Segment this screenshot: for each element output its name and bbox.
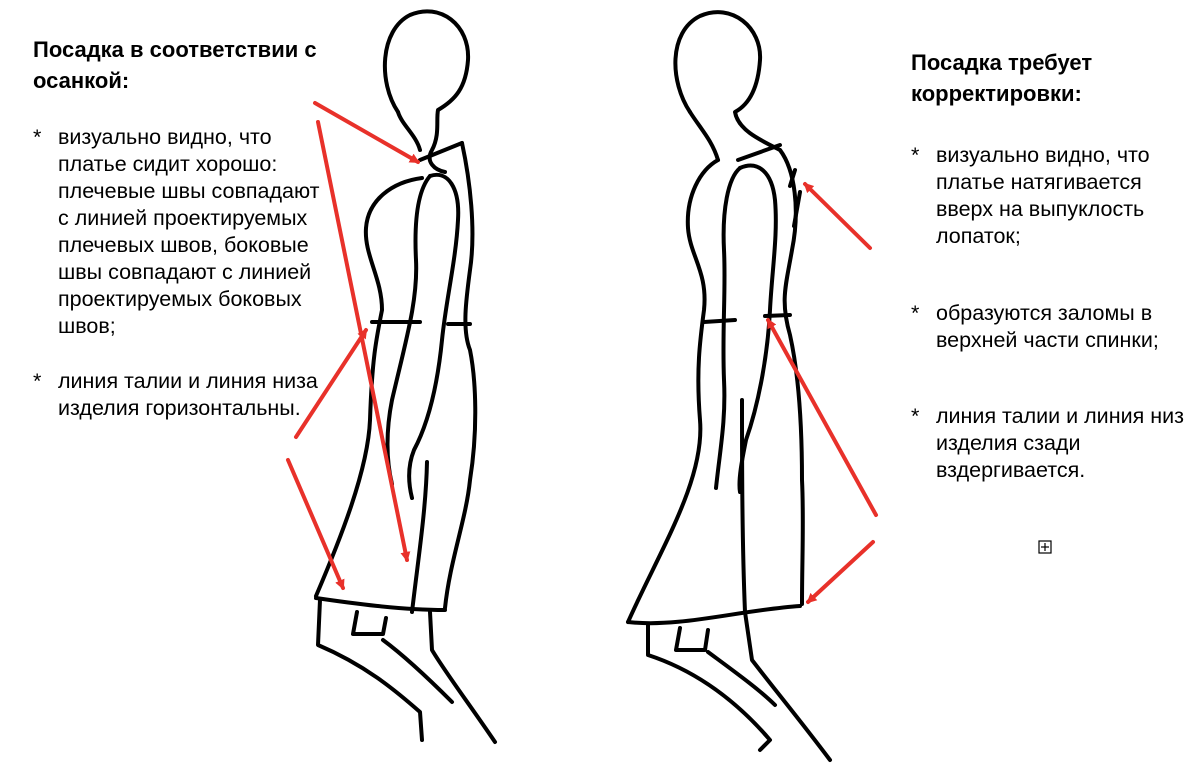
arm-outline-left [407,172,461,500]
bullet-star: * [33,369,42,393]
arrow-left-waist [294,328,368,439]
right-list-item: * образуются заломы в верхней части спин… [911,300,1191,354]
wrinkle-upper-right [788,168,797,188]
calf-left [381,638,454,704]
arrow-left-hem [286,458,345,590]
bullet-star: * [911,301,920,325]
arrow-left-long [316,120,411,562]
right-caption: Посадка требует корректировки: * визуаль… [911,47,1191,484]
arrow-right-hem [806,540,875,604]
left-list-item: * линия талии и линия низа изделия гориз… [33,368,323,422]
arrows [286,101,878,604]
leg-front-left [316,598,424,742]
bullet-star: * [33,125,42,149]
right-list-item: * линия талии и линия низ изделия сзади … [911,403,1191,484]
arm-outline-right [737,163,778,494]
mannequin-left [314,9,497,744]
neck-front-left [396,110,422,152]
arrow-right-waist [766,318,878,517]
waist-line-right [702,318,737,324]
plus-box-icon [1038,540,1052,554]
knee-left [351,610,388,636]
arm-inner-right [714,166,742,490]
head-outline-right [673,10,782,152]
left-list-item: * визуально видно, что платье сидит хоро… [33,124,323,340]
left-caption: Посадка в соответствии с осанкой: * визу… [33,34,323,422]
left-item-text: визуально видно, что платье сидит хорошо… [58,125,320,338]
right-item-text: образуются заломы в верхней части спинки… [936,301,1159,352]
leg-back-left [428,610,497,744]
head-outline-left [382,9,471,174]
left-item-text: линия талии и линия низа изделия горизон… [58,369,318,420]
right-item-text: линия талии и линия низ изделия сзади вз… [936,404,1184,482]
front-outline-right [626,158,720,624]
arrow-left-neck [313,101,420,164]
leg-back-right [743,610,832,762]
calf-right [706,650,777,707]
back-outline-left [443,141,478,610]
bullet-star: * [911,143,920,167]
side-seam-left [410,460,429,614]
waist-line-back-right [763,313,792,318]
right-list-item: * визуально видно, что платье натягивает… [911,142,1191,250]
arrow-right-shoulder [803,182,872,250]
side-seam-right [740,398,747,614]
wrinkle-lower-right [792,190,802,228]
bullet-star: * [911,404,920,428]
leg-front-right [646,623,772,752]
neckline-left [418,141,464,162]
neck-front-right [688,110,720,162]
left-title: Посадка в соответствии с осанкой: [33,37,317,93]
right-item-text: визуально видно, что платье натягивается… [936,143,1150,248]
arm-inner-left [385,174,432,486]
hem-right [626,604,802,626]
mannequin-right [626,10,832,762]
hem-left [314,596,447,612]
knee-right [674,626,710,652]
right-title: Посадка требует корректировки: [911,50,1093,106]
front-outline-left [314,176,424,598]
neckline-right [736,143,782,162]
